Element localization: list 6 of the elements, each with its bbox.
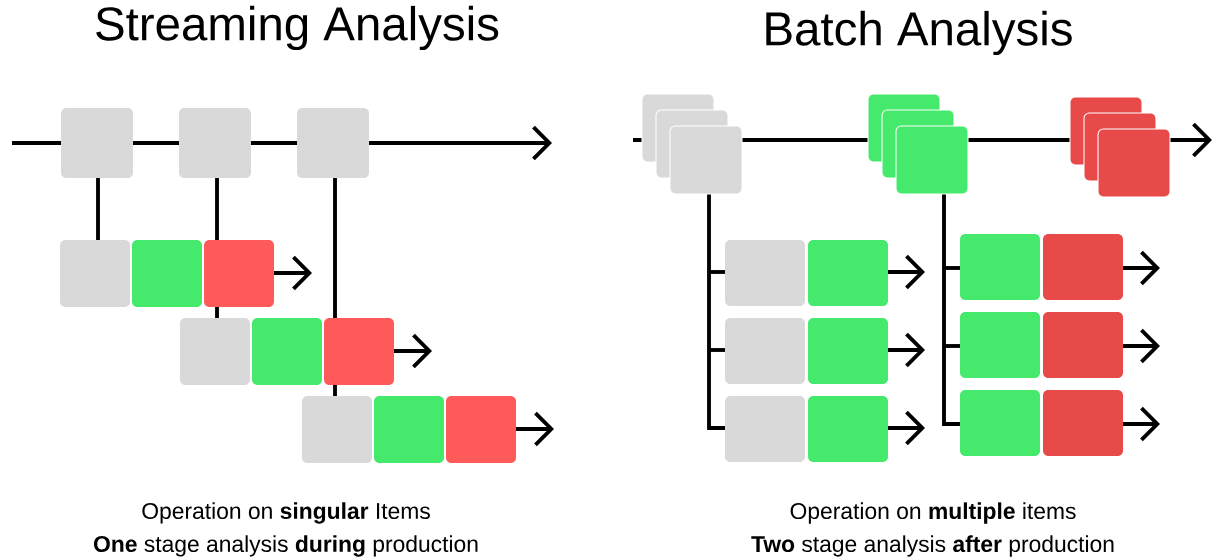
heading: Batch Analysis: [766, 10, 1072, 56]
caption: One stage analysis during production: [94, 535, 478, 557]
heading: Streaming Analysis: [96, 5, 499, 51]
caption: Two stage analysis after production: [751, 535, 1114, 557]
caption: Operation on singular Items: [142, 502, 430, 524]
caption: Operation on multiple items: [790, 502, 1076, 524]
